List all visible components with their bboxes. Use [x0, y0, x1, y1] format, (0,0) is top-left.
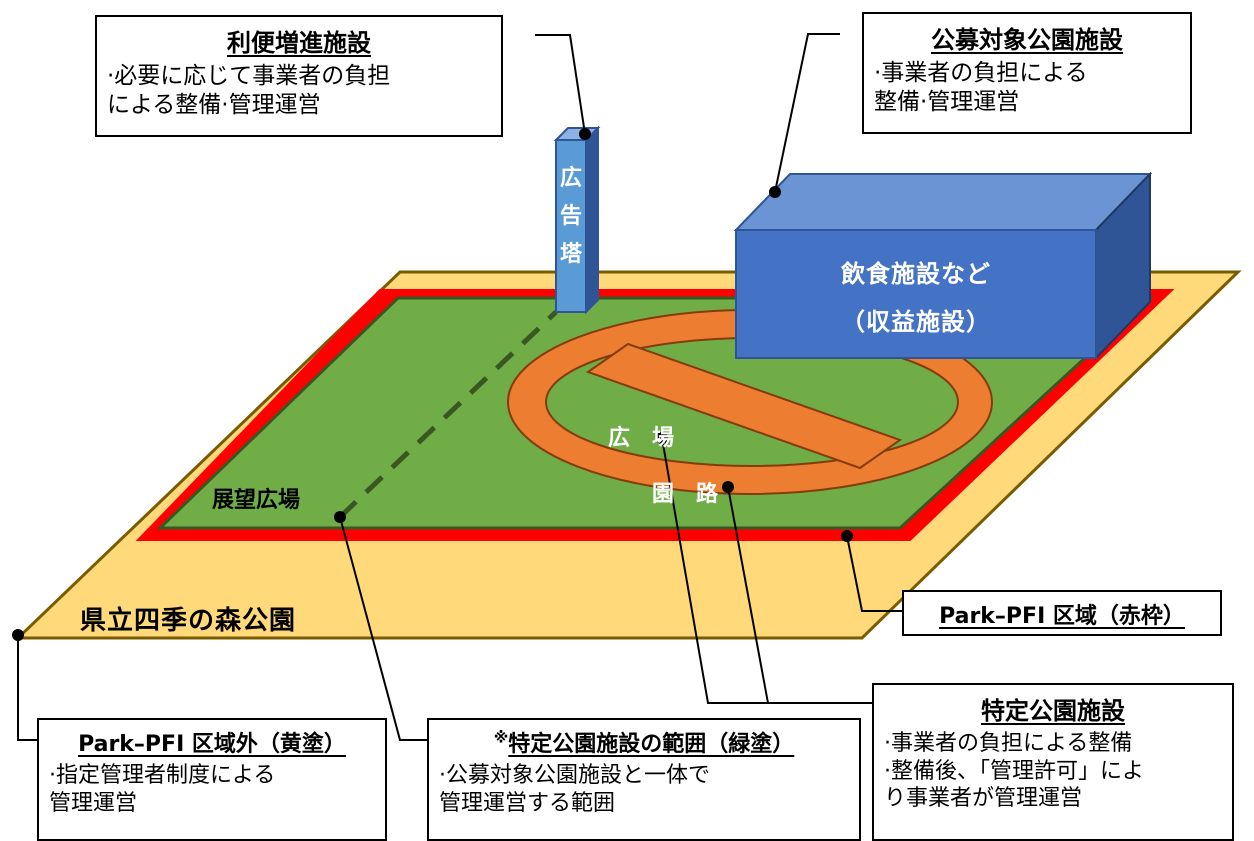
- ad-tower-label: 広 告 塔: [556, 160, 586, 274]
- callout-line: 整備·管理運営: [874, 88, 1020, 115]
- restaurant-label-line2: （収益施設）: [841, 308, 991, 336]
- callout-title: 利便増進施設: [227, 29, 371, 57]
- path-label: 園 路: [652, 482, 719, 507]
- leader-line-public-offering: [774, 33, 840, 193]
- park-path-diagonal: [585, 342, 903, 470]
- leader-line-specific-range: [339, 516, 427, 741]
- leader-line-convenience: [535, 34, 586, 135]
- callout-line: ·公募対象公園施設と一体で: [439, 763, 710, 788]
- callout-body: ·必要に応じて事業者の負担 による整備·管理運営: [107, 62, 491, 120]
- restaurant-roof: [733, 173, 1153, 231]
- callout-title: 特定公園施設の範囲（緑塗）: [508, 732, 795, 757]
- callout-line: ·事業者の負担による: [874, 60, 1088, 86]
- callout-line: 管理運営: [49, 790, 138, 816]
- restaurant-label: 飲食施設など （収益施設）: [736, 250, 1096, 346]
- callout-title: Park–PFI 区域外（黄塗）: [78, 732, 346, 757]
- callout-line: ·整備後、「管理許可」によ: [884, 758, 1144, 784]
- callout-public-offering: 公募対象公園施設 ·事業者の負担による 整備·管理運営: [862, 12, 1192, 134]
- park-name-label: 県立四季の森公園: [80, 606, 297, 636]
- ad-tower-front: [555, 139, 587, 313]
- callout-specific: 特定公園施設 ·事業者の負担による整備 ·整備後、「管理許可」によ り事業者が管…: [872, 683, 1234, 841]
- callout-specific-range: ※特定公園施設の範囲（緑塗） ·公募対象公園施設と一体で 管理運営する範囲: [427, 718, 861, 841]
- callout-title: 特定公園施設: [981, 697, 1125, 725]
- callout-title-row: ※特定公園施設の範囲（緑塗）: [439, 726, 849, 758]
- leader-line-specific-plaza: [661, 437, 872, 704]
- marker-dot: [656, 432, 668, 444]
- callout-convenience: 利便増進施設 ·必要に応じて事業者の負担 による整備·管理運営: [95, 15, 503, 137]
- callout-body: ·公募対象公園施設と一体で 管理運営する範囲: [439, 762, 849, 817]
- marker-dot: [841, 530, 853, 542]
- ad-tower-char: 告: [559, 204, 582, 229]
- viewing-plaza-boundary: [338, 310, 558, 519]
- marker-dot: [334, 511, 346, 523]
- plaza-label: 広 場: [608, 426, 675, 451]
- callout-pfi-zone: Park–PFI 区域（赤枠）: [902, 590, 1222, 636]
- callout-line: ·事業者の負担による整備: [884, 731, 1133, 756]
- marker-dot: [579, 128, 591, 140]
- callout-outside-zone: Park–PFI 区域外（黄塗） ·指定管理者制度による 管理運営: [37, 718, 387, 841]
- viewing-plaza-label: 展望広場: [212, 488, 301, 513]
- restaurant-label-line1: 飲食施設など: [841, 260, 991, 288]
- callout-title: 公募対象公園施設: [931, 26, 1123, 54]
- leader-line-outside-zone: [17, 635, 37, 741]
- ad-tower-side: [585, 125, 599, 315]
- callout-line: り事業者が管理運営: [884, 786, 1083, 811]
- restaurant-front: [735, 229, 1097, 359]
- marker-dot: [722, 481, 734, 493]
- callout-line: による整備·管理運営: [107, 91, 321, 118]
- callout-title: Park–PFI 区域（赤枠）: [939, 604, 1185, 629]
- callout-body: ·事業者の負担による 整備·管理運営: [874, 59, 1180, 117]
- leader-line-pfi-zone: [846, 535, 902, 612]
- callout-line: 管理運営する範囲: [439, 790, 616, 816]
- callout-line: ·必要に応じて事業者の負担: [107, 63, 391, 89]
- ad-tower-char: 広: [559, 166, 582, 191]
- callout-line: ·指定管理者制度による: [49, 763, 276, 788]
- callout-body: ·事業者の負担による整備 ·整備後、「管理許可」によ り事業者が管理運営: [884, 730, 1222, 813]
- marker-dot: [769, 186, 781, 198]
- ad-tower-char: 塔: [559, 242, 582, 267]
- marker-dot: [12, 629, 24, 641]
- callout-body: ·指定管理者制度による 管理運営: [49, 762, 375, 817]
- leader-line-specific-path: [727, 486, 769, 704]
- note-mark: ※: [493, 728, 509, 747]
